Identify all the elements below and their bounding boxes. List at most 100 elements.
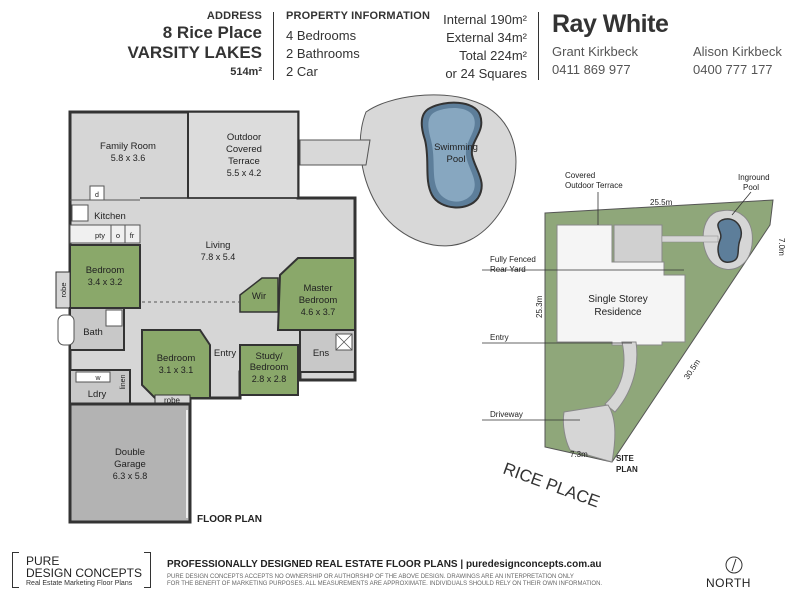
site-plan-label-l1: SITE [616,454,634,463]
site-residence-l1: Single Storey [588,294,647,305]
address-label: ADDRESS [206,10,262,22]
pool-label-l1: Swimming [434,142,478,153]
pool-label-l2: Pool [446,154,465,165]
company-name-l1: PURE [26,554,60,568]
living-name: Living [206,240,231,251]
walk-in-robe [239,277,279,313]
outdoor-terrace-l1: Outdoor [227,132,261,143]
site-dim-bottom: 7.3m [570,450,588,459]
bedroom-1-name: Bedroom [86,265,125,276]
site-dim-left: 25.3m [535,295,544,318]
living-dim: 7.8 x 5.4 [201,252,236,262]
kitchen-bench [89,185,105,201]
site-pool [717,218,742,263]
site-driveway-label: Driveway [490,410,523,419]
study-dim: 2.8 x 2.8 [252,374,287,384]
north-label: NORTH [706,576,751,590]
garage-l1: Double [115,447,145,458]
footer-disclaimer-1: PURE DESIGN CONCEPTS ACCEPTS NO OWNERSHI… [167,574,574,580]
washer-label: w [94,375,101,382]
bathtub [57,314,75,346]
bedrooms-count: 4 Bedrooms [286,28,357,43]
north-arrow-icon [725,556,743,574]
fridge-label: fr [130,231,135,240]
kitchen-label: Kitchen [94,211,126,222]
site-pool-l2: Pool [743,183,759,192]
ensuite-label: Ens [313,348,330,359]
site-fenced-l2: Rear Yard [490,265,526,274]
site-residence-l2: Residence [594,307,642,318]
cooktop [71,204,89,222]
company-tagline: Real Estate Marketing Floor Plans [26,580,133,587]
site-fenced-l1: Fully Fenced [490,255,536,264]
bedroom-2-name: Bedroom [157,353,196,364]
garage-dim: 6.3 x 5.8 [113,471,148,481]
agent2-phone: 0400 777 177 [693,62,773,77]
ray-white-logo: Ray White [552,10,669,38]
site-dim-right: 7.0m [777,238,786,256]
squares-area: or 24 Squares [445,66,527,81]
address-line1: 8 Rice Place [162,23,262,42]
site-dim-top: 25.5m [650,198,673,207]
master-l2: Bedroom [299,295,338,306]
dishwasher-label: d [95,192,99,199]
bathrooms-count: 2 Bathrooms [286,46,360,61]
total-area: Total 224m² [459,48,527,63]
internal-area: Internal 190m² [443,12,527,27]
family-room-name: Family Room [100,141,156,152]
footer-bracket-left [12,552,19,588]
address-line2: VARSITY LAKES [127,43,262,62]
bedroom-2-dim: 3.1 x 3.1 [159,365,194,375]
land-size: 514m² [230,66,262,78]
external-area: External 34m² [446,30,527,45]
garage-l2: Garage [114,459,146,470]
site-entry-label: Entry [490,333,509,342]
study-bedroom [239,344,299,396]
site-entry-path [604,341,638,413]
outdoor-terrace-dim: 5.5 x 4.2 [227,168,262,178]
site-dim-diag: 30.5m [682,357,702,381]
site-terrace [613,224,663,263]
master-bedroom [276,257,356,331]
car-count: 2 Car [286,64,318,79]
robe-1-label: robe [59,282,68,297]
floor-plan-label: FLOOR PLAN [197,514,262,525]
footer-headline: PROFESSIONALLY DESIGNED REAL ESTATE FLOO… [167,559,602,570]
wir-label: Wir [252,291,266,302]
site-pool-l1: Inground [738,173,770,182]
outdoor-terrace-l3: Terrace [228,156,260,167]
kitchen-island [69,224,141,244]
oven-label: o [116,231,120,240]
agent1-name: Grant Kirkbeck [552,44,638,59]
master-dim: 4.6 x 3.7 [301,307,336,317]
family-room-dim: 5.8 x 3.6 [111,153,146,163]
property-info-label: PROPERTY INFORMATION [286,10,431,22]
agent2-name: Alison Kirkbeck [693,44,782,59]
robe-1 [55,271,71,309]
bath-label: Bath [83,327,103,338]
robe-2-label: robe [164,396,181,405]
bedroom-2 [141,329,211,399]
entry-label: Entry [214,348,236,359]
study-l2: Bedroom [250,362,289,373]
site-covered-l1: Covered [565,171,595,180]
company-name-l2: DESIGN CONCEPTS [26,566,143,580]
site-residence [556,224,686,346]
street-name: RICE PLACE [501,459,602,511]
site-driveway [562,404,616,463]
bedroom-1-dim: 3.4 x 3.2 [88,277,123,287]
header-divider-2 [538,12,539,80]
footer-bracket-right [144,552,151,588]
master-l1: Master [303,283,332,294]
outdoor-terrace-l2: Covered [226,144,262,155]
linen-label: linen [120,375,127,390]
site-covered-l2: Outdoor Terrace [565,181,623,190]
footer-disclaimer-2: FOR THE BENEFIT OF MARKETING PURPOSES. A… [167,581,603,587]
double-garage [68,402,192,524]
pool-walkway [299,139,371,166]
laundry-label: Ldry [88,389,107,400]
agent1-phone: 0411 869 977 [552,62,631,77]
